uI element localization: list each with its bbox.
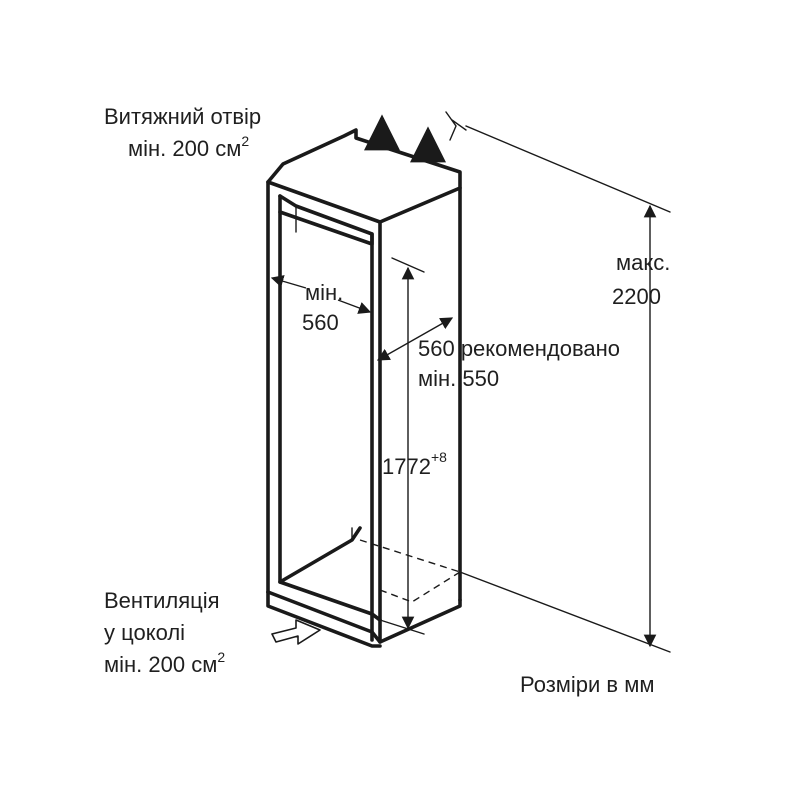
units-note: Розміри в мм	[520, 672, 654, 697]
height-dimension	[379, 257, 425, 635]
top-frame	[266, 128, 462, 224]
base-frame	[266, 590, 462, 644]
width-dimension	[270, 275, 372, 314]
vent-label-line2: у цоколі	[104, 620, 185, 645]
height-label: 1772+8	[382, 449, 447, 479]
vent-label-line3: мін. 200 см2	[104, 649, 225, 677]
width-min-line1: мін.	[305, 280, 343, 305]
cabinet-niche	[266, 128, 462, 648]
vent-label-line1: Вентиляція	[104, 588, 220, 613]
floor-dash-3	[379, 589, 413, 603]
arrow-right-icon	[271, 619, 321, 645]
exhaust-label-line1: Витяжний отвір	[104, 104, 261, 129]
arrow-up-icon	[364, 114, 446, 163]
plinth-front	[266, 590, 382, 648]
depth-label-line2: мін. 550	[418, 366, 499, 391]
depth-dimension	[376, 317, 454, 361]
floor-dash-2	[411, 571, 461, 603]
max-height-dimension	[459, 125, 671, 653]
exhaust-label-line2: мін. 200 см2	[128, 133, 249, 161]
max-height-line1: макс.	[616, 250, 670, 275]
break-symbol	[445, 111, 467, 141]
floor-projection	[359, 539, 461, 603]
depth-label-line1: 560 рекомендовано	[418, 336, 620, 361]
width-min-line2: 560	[302, 310, 339, 335]
inner-back-edge	[295, 205, 353, 541]
max-height-line2: 2200	[612, 284, 661, 309]
floor-dash-1	[359, 539, 461, 573]
